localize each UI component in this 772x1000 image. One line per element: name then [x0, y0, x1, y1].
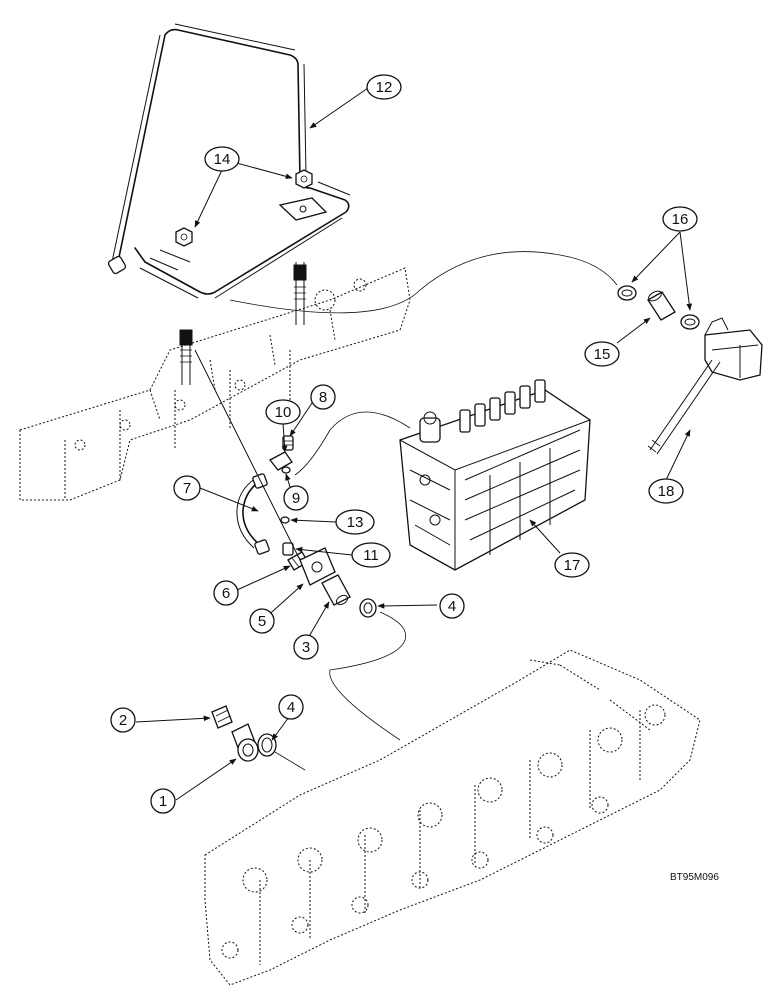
- callout-10: 10: [265, 399, 301, 425]
- svg-text:14: 14: [214, 151, 231, 168]
- svg-text:7: 7: [183, 480, 191, 497]
- svg-text:17: 17: [564, 557, 581, 574]
- callout-1: 1: [150, 788, 176, 814]
- return-line-path: [294, 411, 411, 476]
- washer-9: [281, 466, 291, 474]
- svg-text:13: 13: [347, 514, 364, 531]
- callout-17: 17: [554, 552, 590, 578]
- callout-13: 13: [335, 509, 375, 535]
- svg-text:18: 18: [658, 483, 675, 500]
- svg-text:2: 2: [119, 712, 127, 729]
- callout-8: 8: [310, 384, 336, 410]
- svg-text:3: 3: [302, 639, 310, 656]
- nut-14-upper: [295, 169, 313, 189]
- callout-16: 16: [662, 206, 698, 232]
- supply-line-path: [229, 251, 618, 314]
- svg-text:10: 10: [275, 404, 292, 421]
- stud-left: [179, 329, 193, 385]
- svg-text:4: 4: [448, 598, 456, 615]
- fitting-11: [282, 542, 294, 556]
- callout-3: 3: [293, 634, 319, 660]
- cylinder-head-outline: [204, 649, 701, 986]
- adapter-3: [321, 574, 351, 606]
- svg-text:15: 15: [594, 346, 611, 363]
- aneroid-valve-18: [647, 317, 763, 455]
- hose-15: [647, 290, 676, 321]
- fitting-1: [231, 723, 259, 762]
- tee-fitting-5: [299, 547, 336, 586]
- drawing-code: BT95M096: [670, 872, 719, 883]
- svg-text:9: 9: [292, 490, 300, 507]
- callout-6: 6: [213, 580, 239, 606]
- callout-leaders: [135, 87, 692, 801]
- svg-text:1: 1: [159, 793, 167, 810]
- callout-4-upper: 4: [439, 593, 465, 619]
- svg-text:12: 12: [376, 79, 393, 96]
- pump-line: [194, 349, 301, 561]
- fuel-injection-pump-17: [399, 379, 591, 571]
- callout-12: 12: [366, 74, 402, 100]
- callout-4-lower: 4: [278, 694, 304, 720]
- callout-15: 15: [584, 341, 620, 367]
- clamp-16-right: [680, 314, 700, 330]
- nut-14-lower: [175, 227, 193, 247]
- svg-text:11: 11: [363, 547, 379, 564]
- callout-18: 18: [648, 478, 684, 504]
- clamp-16-left: [617, 285, 637, 301]
- svg-text:5: 5: [258, 613, 266, 630]
- callout-9: 9: [283, 485, 309, 511]
- callout-2: 2: [110, 707, 136, 733]
- stud-right: [293, 262, 307, 325]
- callout-5: 5: [249, 608, 275, 634]
- tube-assembly-12: [107, 23, 351, 299]
- fitting-13: [280, 516, 290, 524]
- leader-to-head: [329, 611, 407, 741]
- seal-4-upper: [359, 598, 377, 618]
- valve-cover-outline: [19, 267, 411, 501]
- callout-7: 7: [173, 475, 201, 501]
- callout-14: 14: [204, 146, 240, 172]
- line-7: [236, 473, 270, 555]
- leader-lower-seal: [274, 751, 306, 771]
- svg-text:8: 8: [319, 389, 327, 406]
- callout-11: 11: [351, 542, 391, 568]
- svg-text:16: 16: [672, 211, 689, 228]
- plug-2: [211, 705, 233, 729]
- injector-outlets: [459, 379, 546, 433]
- seal-4-lower: [257, 733, 277, 757]
- svg-text:6: 6: [222, 585, 230, 602]
- fitting-10: [269, 451, 293, 471]
- svg-text:4: 4: [287, 699, 295, 716]
